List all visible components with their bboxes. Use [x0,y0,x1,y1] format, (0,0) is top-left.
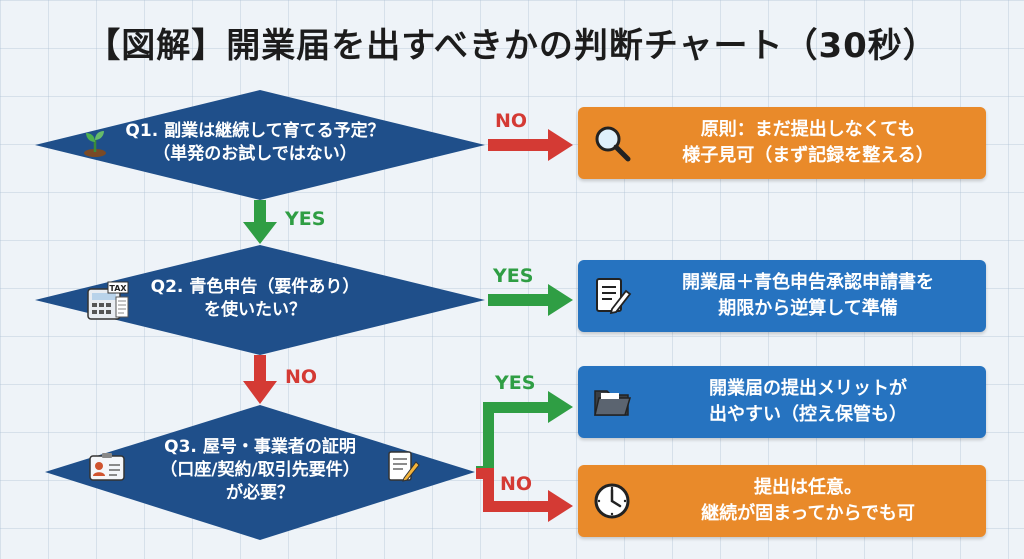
q1-yes-label: YES [285,208,326,230]
seedling-icon [84,131,106,157]
question-1-diamond [35,90,485,200]
q1-yes-arrow [243,200,277,244]
q3-no-arrow [476,468,573,522]
q2-yes-arrow [488,284,573,316]
folder-icon [594,390,632,416]
outcome-optional-box: 提出は任意。 継続が固まってからでも可 [578,465,986,537]
q2-no-arrow [243,355,277,404]
q3-no-label: NO [500,473,533,495]
page-title: 【図解】開業届を出すべきかの判断チャート（30秒） [86,26,938,66]
q3-yes-arrow [476,391,573,477]
outcome-wait-box: 原則：まだ提出しなくても 様子見可（まず記録を整える） [578,107,986,179]
q3-yes-label: YES [495,372,536,394]
outcome-merit-box: 開業届の提出メリットが 出やすい（控え保管も） [578,366,986,438]
document-pen-icon [388,451,420,482]
question-3-diamond [45,405,475,540]
question-3-text: Q3. 屋号・事業者の証明 （口座/契約/取引先要件） が必要？ [160,437,360,503]
question-2-diamond [35,245,485,355]
q2-no-label: NO [285,366,318,388]
question-2-text: Q2. 青色申告（要件あり） を使いたい？ [150,277,360,320]
tax-calculator-icon: TAX [87,281,129,320]
q2-yes-label: YES [493,265,534,287]
svg-text:TAX: TAX [109,284,127,293]
q1-no-label: NO [495,110,528,132]
clock-icon [594,483,630,519]
magnifier-icon [595,126,631,162]
id-card-icon [89,453,125,481]
q1-no-arrow [488,129,573,161]
outcome-blue-return-box: 開業届＋青色申告承認申請書を 期限から逆算して準備 [578,260,986,332]
document-edit-icon [596,278,632,315]
question-1-text: Q1. 副業は継続して育てる予定？ （単発のお試しではない） [125,121,385,164]
